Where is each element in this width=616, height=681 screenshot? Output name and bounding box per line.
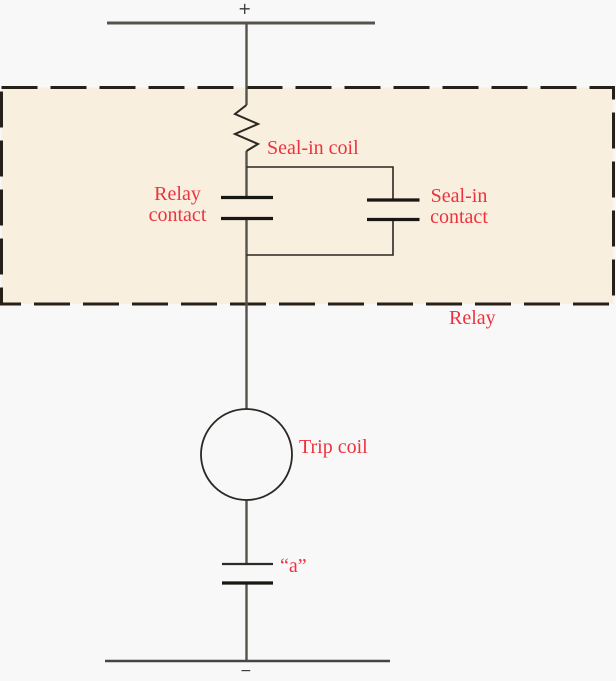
relay-boundary-box: [0, 86, 615, 306]
label-relay-contact-line2: contact: [148, 204, 207, 226]
label-relay-contact: Relay contact: [140, 184, 215, 226]
trip-coil-symbol: [200, 408, 293, 501]
label-seal-in-contact-line2: contact: [430, 206, 488, 228]
label-seal-in-coil: Seal-in coil: [267, 137, 359, 159]
label-a-contact: “a”: [280, 555, 307, 577]
label-relay: Relay: [449, 307, 496, 329]
relay-contact-symbol: [221, 195, 273, 221]
label-relay-contact-line1: Relay: [154, 183, 201, 205]
seal-in-contact-symbol: [367, 198, 420, 222]
label-seal-in-contact: Seal-in contact: [424, 186, 494, 228]
minus-sign: −: [240, 663, 252, 679]
plus-sign: +: [238, 0, 252, 18]
seal-in-branch-wire: [246, 166, 394, 256]
label-trip-coil: Trip coil: [299, 436, 368, 458]
a-contact-symbol: [222, 562, 273, 585]
seal-in-coil-symbol: [232, 104, 261, 152]
label-seal-in-contact-line1: Seal-in: [430, 185, 488, 207]
